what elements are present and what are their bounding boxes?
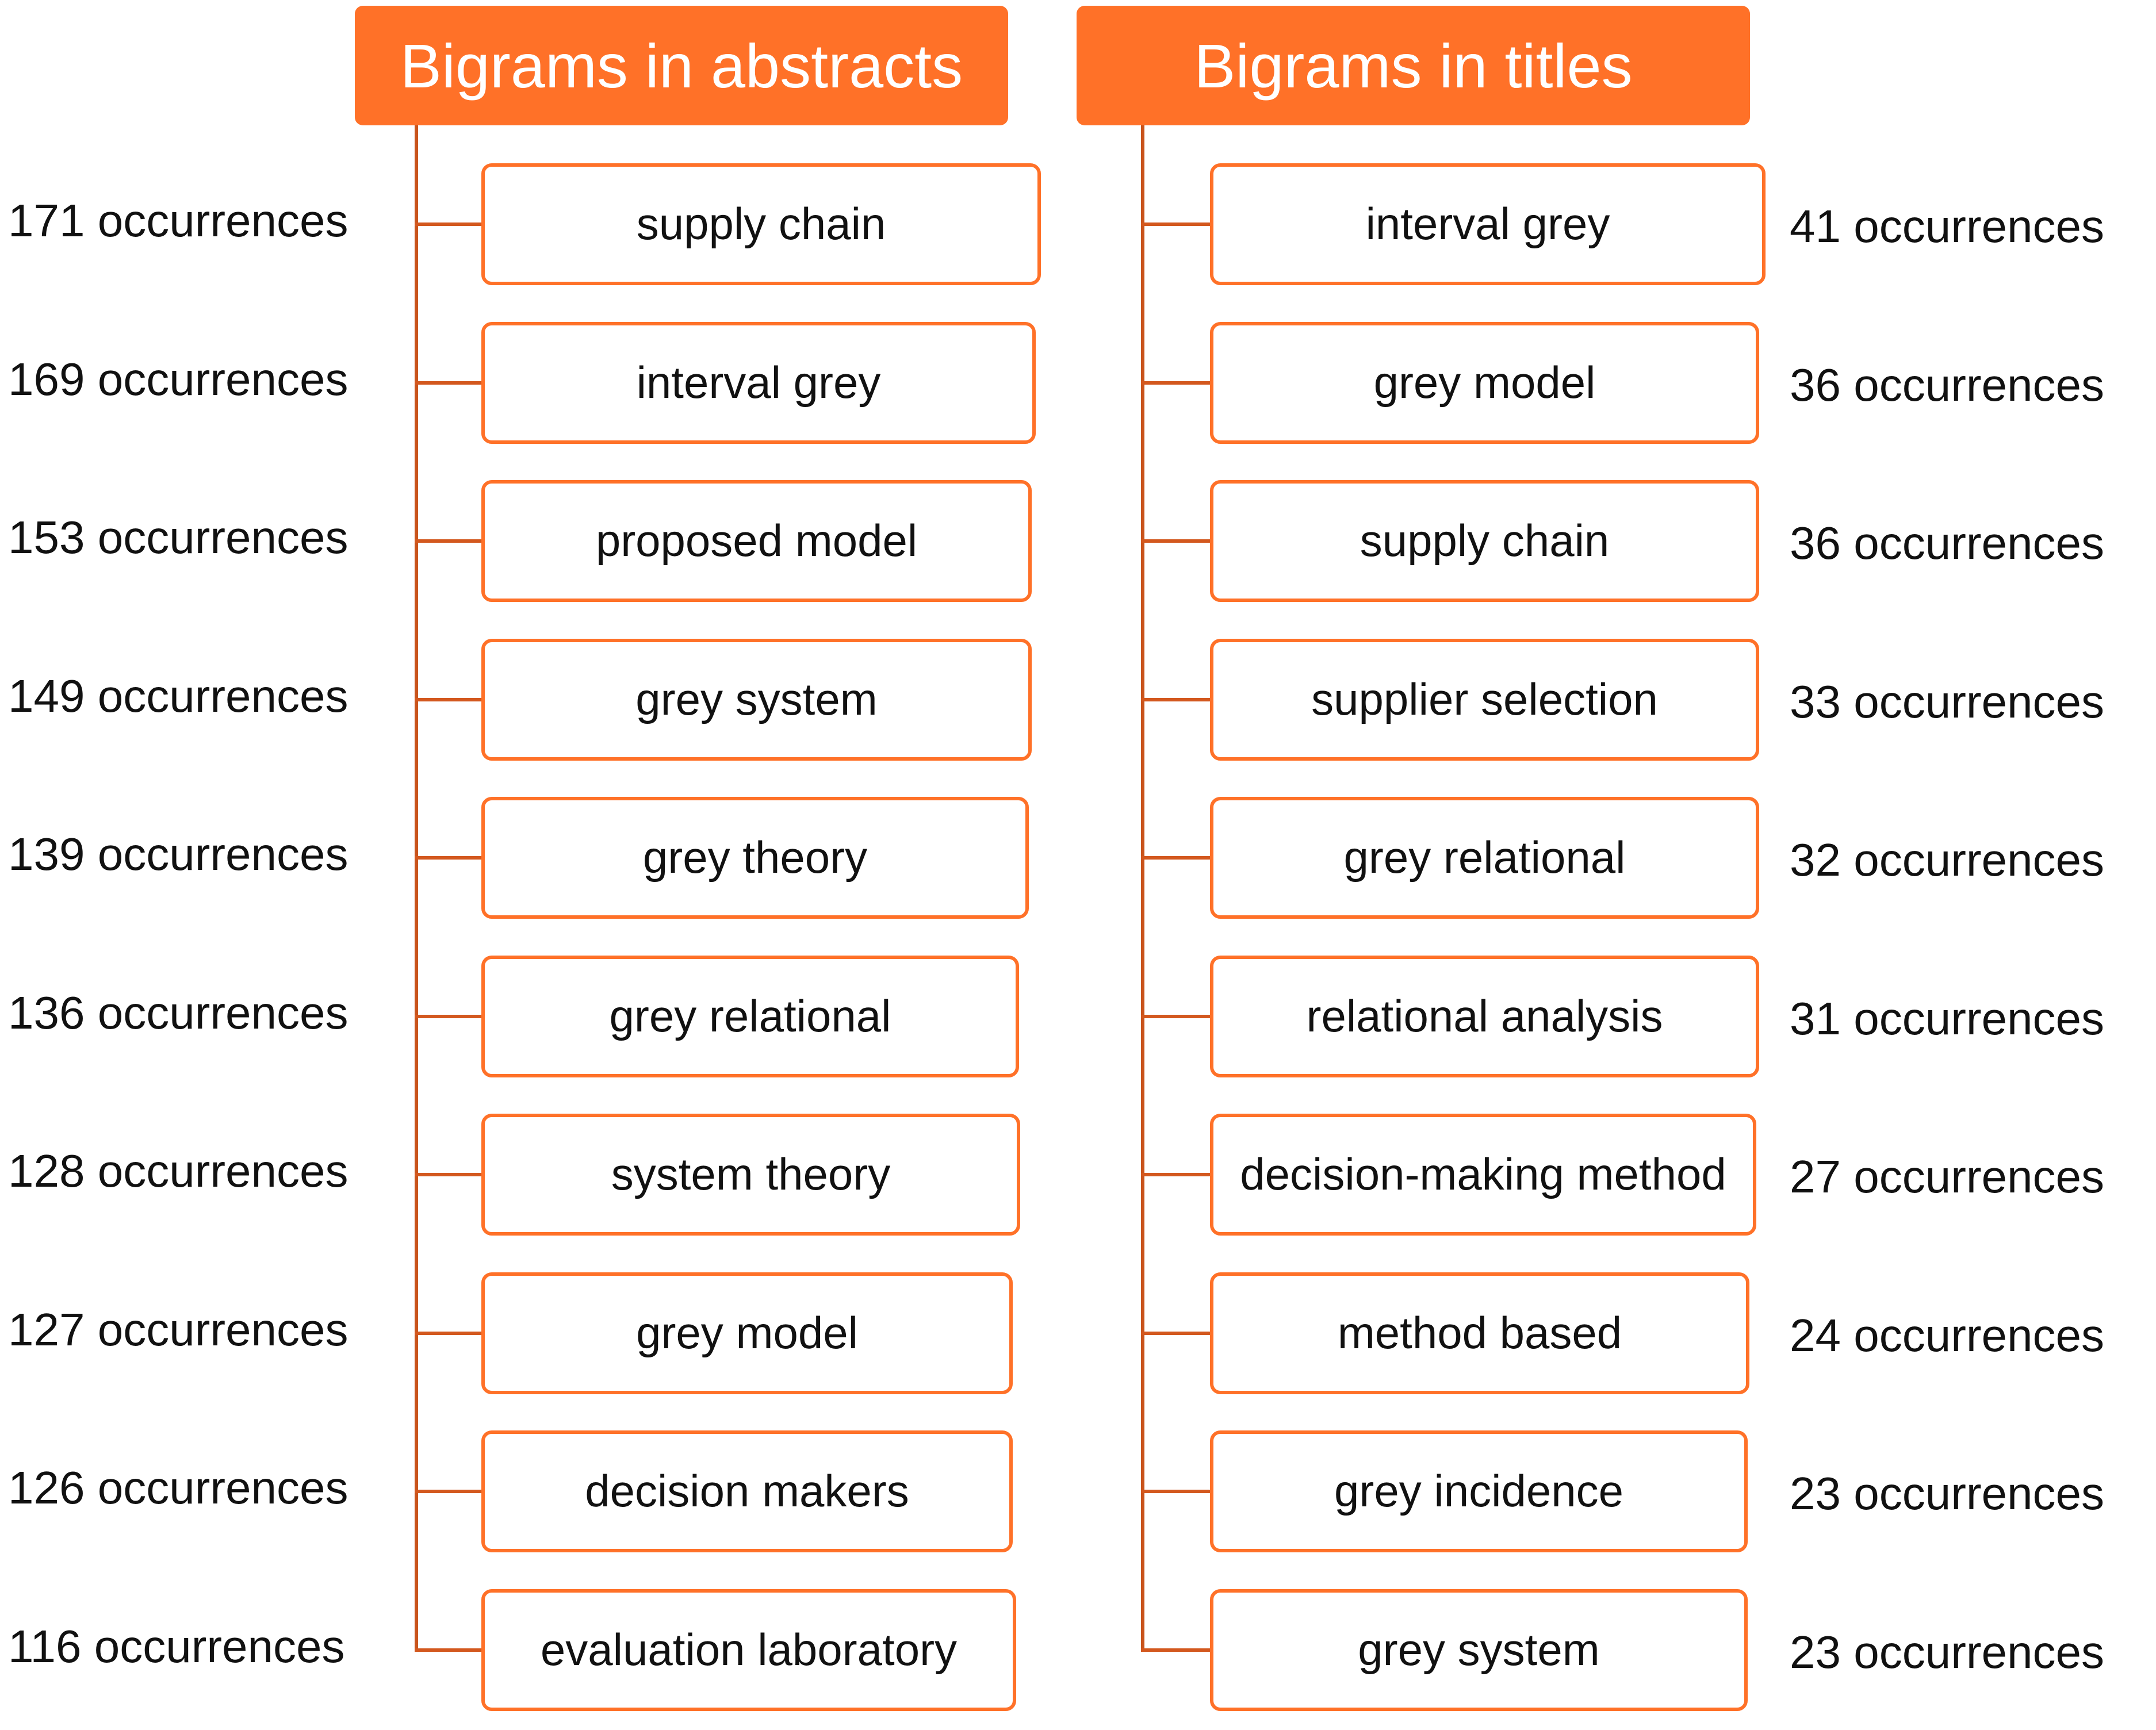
abstracts-connector — [415, 539, 482, 543]
abstracts-bigram-box: supply chain — [481, 163, 1041, 285]
titles-count: 24 occurrences — [1790, 1309, 2104, 1361]
titles-bigram-box: supplier selection — [1210, 638, 1759, 761]
abstracts-connector — [415, 1331, 482, 1335]
abstracts-bigram-box: system theory — [481, 1114, 1020, 1236]
abstracts-header: Bigrams in abstracts — [355, 6, 1008, 125]
abstracts-count: 171 occurrences — [8, 195, 349, 246]
abstracts-count: 149 occurrences — [8, 670, 349, 722]
titles-bigram-box: grey incidence — [1210, 1430, 1748, 1552]
titles-header: Bigrams in titles — [1077, 6, 1750, 125]
abstracts-bigram-box: evaluation laboratory — [481, 1589, 1016, 1711]
abstracts-connector — [415, 223, 482, 226]
abstracts-bigram-box: decision makers — [481, 1430, 1013, 1552]
abstracts-bigram-box: grey theory — [481, 797, 1029, 919]
titles-connector — [1141, 223, 1211, 226]
titles-bigram-box: grey model — [1210, 321, 1759, 444]
titles-count: 41 occurrences — [1790, 201, 2104, 252]
titles-bigram-box: grey relational — [1210, 797, 1759, 919]
titles-count: 31 occurrences — [1790, 992, 2104, 1044]
abstracts-count: 169 occurrences — [8, 353, 349, 405]
titles-connector — [1141, 697, 1211, 701]
titles-count: 36 occurrences — [1790, 517, 2104, 569]
titles-connector — [1141, 1648, 1211, 1652]
abstracts-bigram-box: interval grey — [481, 321, 1036, 444]
titles-bigram-box: supply chain — [1210, 480, 1759, 602]
abstracts-bigram-box: proposed model — [481, 480, 1032, 602]
titles-connector — [1141, 1490, 1211, 1493]
titles-count: 32 occurrences — [1790, 834, 2104, 885]
abstracts-connector — [415, 856, 482, 860]
titles-trunk-line — [1141, 125, 1144, 1651]
abstracts-count: 128 occurrences — [8, 1145, 349, 1196]
titles-count: 33 occurrences — [1790, 676, 2104, 727]
abstracts-connector — [415, 1648, 482, 1652]
abstracts-count: 127 occurrences — [8, 1303, 349, 1355]
titles-count: 27 occurrences — [1790, 1151, 2104, 1202]
abstracts-bigram-box: grey system — [481, 638, 1032, 761]
titles-count: 23 occurrences — [1790, 1626, 2104, 1678]
titles-bigram-box: relational analysis — [1210, 955, 1759, 1077]
abstracts-trunk-line — [415, 125, 418, 1651]
abstracts-connector — [415, 381, 482, 385]
abstracts-bigram-box: grey relational — [481, 955, 1019, 1077]
titles-connector — [1141, 1331, 1211, 1335]
abstracts-connector — [415, 1014, 482, 1018]
titles-connector — [1141, 856, 1211, 860]
titles-bigram-box: interval grey — [1210, 163, 1766, 285]
titles-count: 23 occurrences — [1790, 1468, 2104, 1519]
titles-connector — [1141, 1014, 1211, 1018]
abstracts-count: 136 occurrences — [8, 987, 349, 1038]
abstracts-count: 116 occurrences — [8, 1620, 345, 1672]
titles-count: 36 occurrences — [1790, 359, 2104, 411]
titles-connector — [1141, 539, 1211, 543]
abstracts-connector — [415, 1173, 482, 1176]
abstracts-count: 139 occurrences — [8, 828, 349, 880]
titles-bigram-box: decision-making method — [1210, 1114, 1756, 1236]
titles-connector — [1141, 1173, 1211, 1176]
abstracts-count: 126 occurrences — [8, 1462, 349, 1513]
abstracts-connector — [415, 697, 482, 701]
titles-bigram-box: method based — [1210, 1272, 1749, 1394]
abstracts-bigram-box: grey model — [481, 1272, 1013, 1394]
abstracts-connector — [415, 1490, 482, 1493]
titles-bigram-box: grey system — [1210, 1589, 1748, 1711]
titles-connector — [1141, 381, 1211, 385]
abstracts-count: 153 occurrences — [8, 512, 349, 563]
